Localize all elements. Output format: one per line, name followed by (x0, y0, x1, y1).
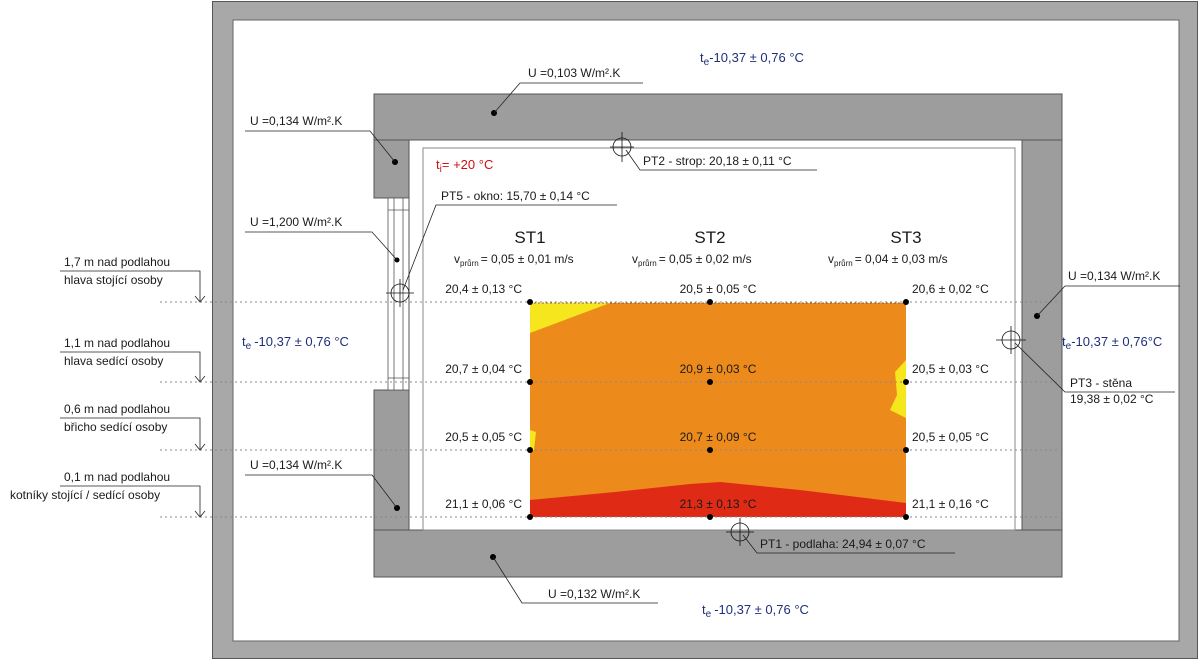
st3-temp-1: 20,6 ± 0,02 °C (912, 282, 989, 296)
field-orange (530, 303, 906, 517)
probe-symbols (386, 132, 1026, 546)
u-value-leaders (245, 82, 1180, 604)
left-wall-lower (373, 389, 410, 531)
st3-temp-2: 20,5 ± 0,03 °C (912, 362, 989, 376)
interior-temp: ti= +20 °C (436, 157, 493, 175)
height-label-3-line2: břicho sedící osoby (64, 420, 167, 434)
exterior-temp-left: te-10,37 ± 0,76 °C (242, 334, 349, 352)
st2-temp-3: 20,7 ± 0,09 °C (680, 430, 757, 444)
probe-pt1-label: PT1 - podlaha: 24,94 ± 0,07 °C (760, 537, 926, 551)
floor-slab (373, 529, 1063, 578)
u-left-wall-top-label: U =0,134 W/m².K (250, 114, 342, 128)
temperature-field (530, 302, 906, 517)
u-window-label: U =1,200 W/m².K (250, 215, 342, 229)
probe-pt3-crosshair (996, 326, 1026, 354)
st2-temp-1: 20,5 ± 0,05 °C (680, 282, 757, 296)
right-wall (1021, 139, 1063, 531)
st1-temp-3: 20,5 ± 0,05 °C (445, 430, 522, 444)
st3-temp-4: 21,1 ± 0,16 °C (912, 497, 989, 511)
probe-pt1-crosshair (726, 518, 754, 546)
building-walls (373, 93, 1063, 578)
station-st1-velocity: vprůrn= 0,05 ± 0,01 m/s (454, 252, 574, 268)
ceiling-slab (373, 93, 1063, 141)
station-st3-name: ST3 (890, 228, 921, 247)
station-st3-velocity: vprůrn= 0,04 ± 0,03 m/s (828, 252, 948, 268)
field-yellow-topleft (530, 303, 610, 333)
height-guide-lines (160, 301, 1060, 518)
st2-temp-2: 20,9 ± 0,03 °C (680, 362, 757, 376)
st2-temp-4: 21,3 ± 0,13 °C (680, 497, 757, 511)
probe-pt5-crosshair (386, 279, 414, 307)
height-label-2-line2: hlava sedící osoby (64, 354, 163, 368)
field-yellow-left (530, 430, 536, 452)
st1-temp-4: 21,1 ± 0,06 °C (445, 497, 522, 511)
probe-pt2-label: PT2 - strop: 20,18 ± 0,11 °C (643, 154, 792, 168)
height-label-4-line2: kotníky stojící / sedící osoby (10, 488, 160, 502)
field-red-bottom (530, 482, 906, 517)
height-label-2-line1: 1,1 m nad podlahou (64, 336, 170, 350)
u-left-wall-bottom-label: U =0,134 W/m².K (250, 458, 342, 472)
probe-pt2-crosshair (610, 132, 634, 162)
height-label-1-line2: hlava stojící osoby (64, 273, 163, 287)
probe-pt3-label-line2: 19,38 ± 0,02 °C (1070, 392, 1154, 406)
exterior-temp-top: te-10,37 ± 0,76 °C (700, 50, 804, 68)
st3-temp-3: 20,5 ± 0,05 °C (912, 430, 989, 444)
probe-leaders (402, 149, 1175, 554)
station-st1-name: ST1 (514, 228, 545, 247)
field-yellow-right (890, 360, 906, 418)
u-floor-label: U =0,132 W/m².K (548, 587, 640, 601)
probe-pt3-label-line1: PT3 - stěna (1070, 376, 1132, 390)
height-leaders (60, 270, 206, 518)
left-wall-upper (373, 139, 410, 199)
height-label-4-line1: 0,1 m nad podlahou (64, 470, 170, 484)
height-label-1-line1: 1,7 m nad podlahou (64, 255, 170, 269)
probe-pt5-label: PT5 - okno: 15,70 ± 0,14 °C (441, 189, 590, 203)
station-st2-name: ST2 (694, 228, 725, 247)
height-label-3-line1: 0,6 m nad podlahou (64, 402, 170, 416)
exterior-temp-right: te-10,37 ± 0,76°C (1062, 334, 1162, 352)
station-st2-velocity: vprůrn= 0,05 ± 0,02 m/s (632, 252, 752, 268)
exterior-temp-bottom: te-10,37 ± 0,76 °C (702, 602, 809, 620)
st1-temp-2: 20,7 ± 0,04 °C (445, 362, 522, 376)
measurement-points (527, 299, 909, 520)
st1-temp-1: 20,4 ± 0,13 °C (445, 282, 522, 296)
u-right-wall-label: U =0,134 W/m².K (1068, 269, 1160, 283)
u-ceiling-label: U =0,103 W/m².K (528, 66, 620, 80)
